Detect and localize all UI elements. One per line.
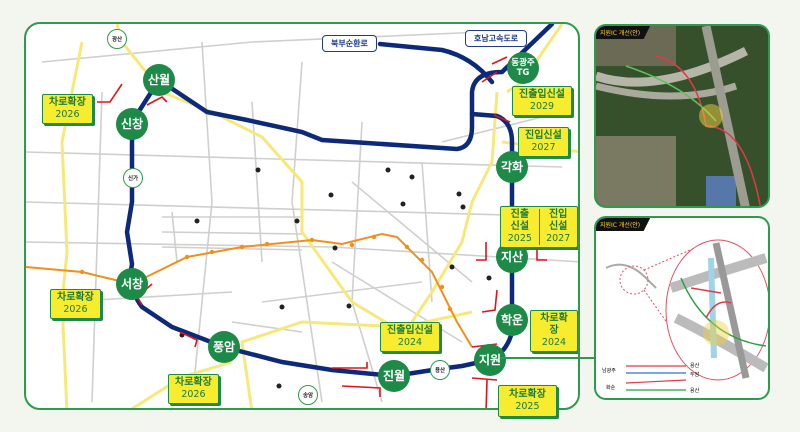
point-singa: 신가	[123, 168, 143, 188]
jiwon-detail-connector	[500, 357, 594, 359]
station-hakun[interactable]: 학운	[496, 304, 528, 336]
landmark-dots	[179, 167, 492, 389]
station-jiwon[interactable]: 지원	[474, 344, 506, 376]
legend-to-yongsan-2: 용산	[690, 388, 700, 394]
point-gwangsan: 광산	[107, 29, 127, 49]
metro-stops	[79, 234, 453, 312]
jiwon-ic-diagram-panel[interactable]: 지원IC 개선(안) 남광주 화순 용산 두암 용산	[594, 216, 770, 400]
station-sanwol[interactable]: 산월	[143, 64, 175, 96]
legend-to-duam: 두암	[690, 372, 700, 378]
legend-to-yongsan: 용산	[690, 363, 700, 369]
interchange-diagram	[605, 239, 768, 391]
aerial-photo	[596, 26, 768, 206]
legend-from-hwasun: 화순	[606, 385, 616, 391]
station-dong-gwangju-tg[interactable]: 동광주 TG	[507, 52, 539, 84]
point-songam: 송암	[298, 385, 318, 405]
station-gakhwa[interactable]: 각화	[496, 151, 528, 183]
jiwon-ic-aerial-panel[interactable]: 지원IC 개선(안)	[594, 24, 770, 208]
diagram-panel-title: 지원IC 개선(안)	[596, 218, 651, 231]
aerial-panel-title: 지원IC 개선(안)	[596, 26, 651, 39]
station-seochang[interactable]: 서창	[116, 268, 148, 300]
station-pungam[interactable]: 풍암	[208, 331, 240, 363]
road-tag-north-ring: 북부순환로	[322, 35, 377, 52]
map-panel: 북부순환로 호남고속도로 광산 신가 용산 송암 산월 신창 서창 풍암 진월 …	[24, 22, 580, 410]
station-sinchang[interactable]: 신창	[116, 108, 148, 140]
station-jinwol[interactable]: 진월	[378, 360, 410, 392]
road-tag-honam-expressway: 호남고속도로	[465, 30, 528, 47]
legend-from-namgwangju: 남광주	[602, 368, 616, 374]
point-yongsan: 용산	[430, 360, 450, 380]
